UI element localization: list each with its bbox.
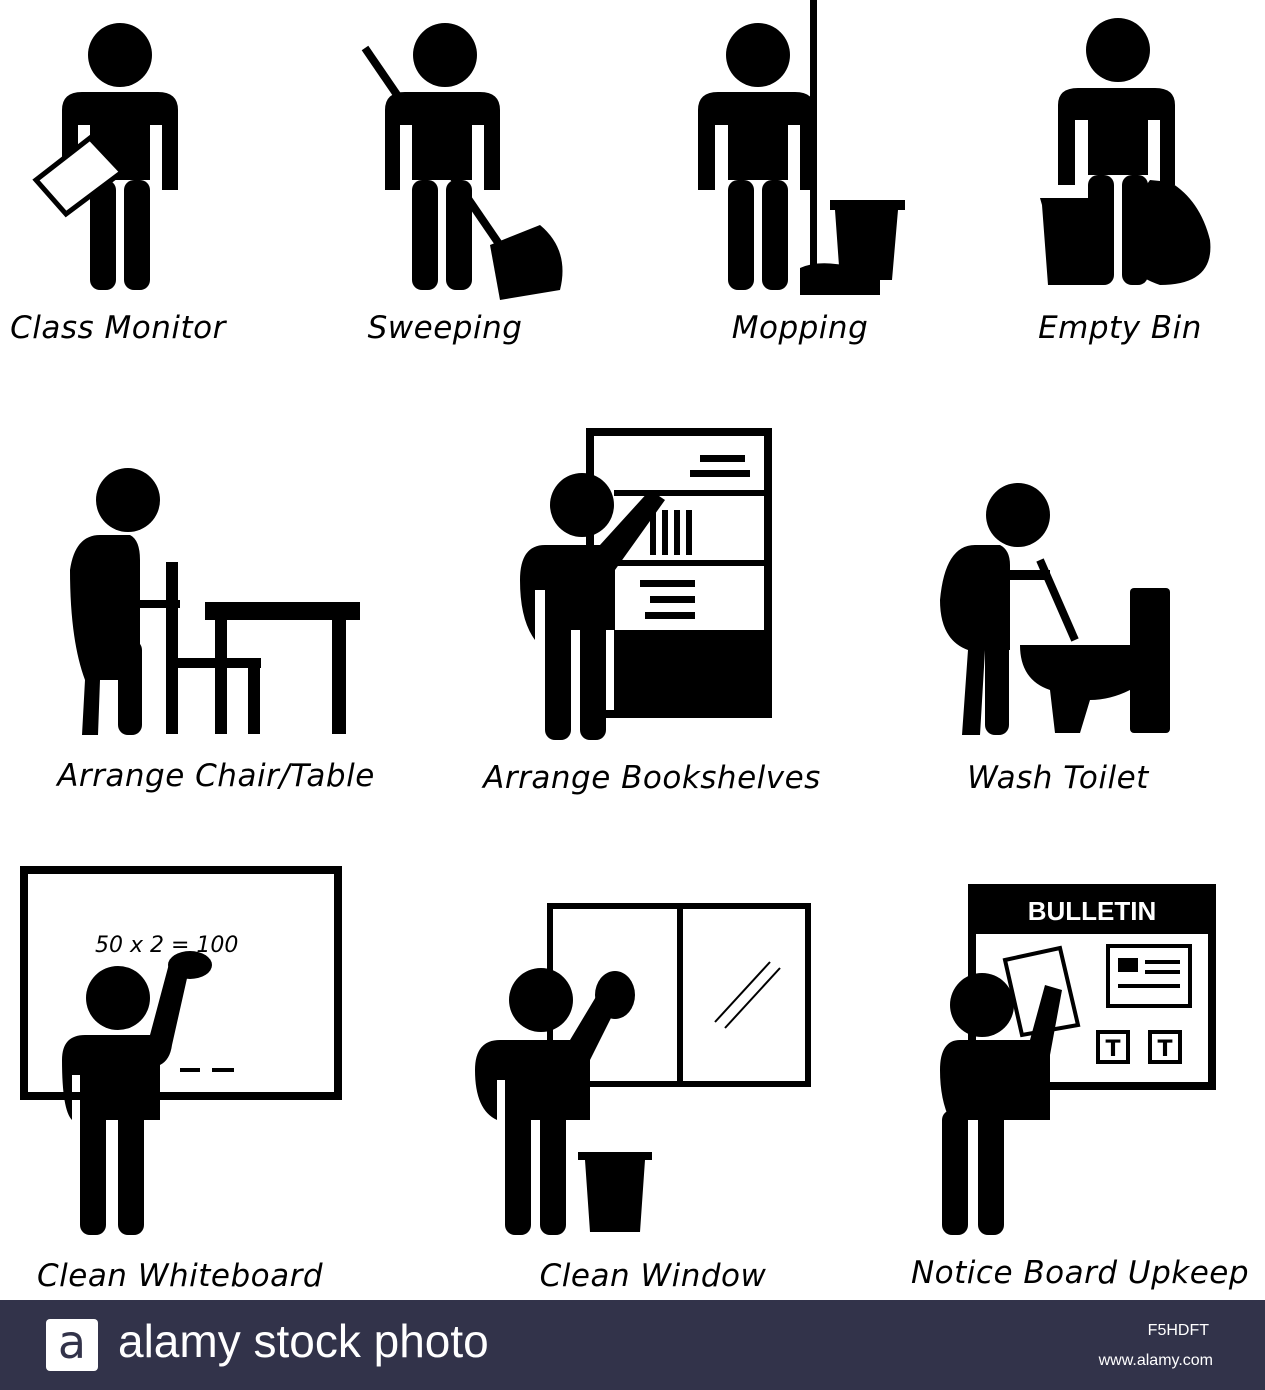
pictogram-label: Arrange Bookshelves xyxy=(483,760,821,796)
class-monitor-figure xyxy=(32,23,178,290)
brand-name: alamy stock photo xyxy=(118,1315,489,1367)
mopping-figure xyxy=(698,0,905,295)
arrange-chair-table-figure xyxy=(70,468,360,735)
notice-board-figure xyxy=(940,884,1216,1235)
pictogram-label: Class Monitor xyxy=(10,310,226,346)
wash-toilet-figure xyxy=(940,483,1170,735)
pictogram-label: Notice Board Upkeep xyxy=(910,1255,1250,1291)
website-url: www.alamy.com xyxy=(1098,1352,1213,1369)
pictogram-label: Clean Window xyxy=(539,1258,767,1294)
empty-bin-figure xyxy=(1040,18,1211,285)
watermark-footer: a alamy stock photo F5HDFT www.alamy.com xyxy=(0,1300,1265,1390)
arrange-bookshelves-figure xyxy=(520,428,772,740)
pictogram-label: Wash Toilet xyxy=(967,760,1149,796)
bulletin-tile: T xyxy=(1105,1037,1120,1062)
bulletin-title: BULLETIN xyxy=(1028,896,1157,926)
clean-whiteboard-figure xyxy=(20,866,342,1235)
pictogram-illustration: BULLETIN T T 50 x 2 = 100 xyxy=(20,0,1216,1235)
image-code: F5HDFT xyxy=(1147,1322,1209,1339)
pictogram-label: Sweeping xyxy=(367,310,523,346)
pictogram-label: Empty Bin xyxy=(1038,310,1202,346)
pictogram-label: Mopping xyxy=(731,310,869,346)
bulletin-tile: T xyxy=(1157,1037,1172,1062)
pictogram-label: Arrange Chair/Table xyxy=(57,758,375,794)
pictogram-label: Clean Whiteboard xyxy=(36,1258,324,1294)
clean-window-figure xyxy=(475,903,811,1235)
whiteboard-equation: 50 x 2 = 100 xyxy=(95,933,238,958)
sweeping-figure xyxy=(361,23,563,300)
alamy-logo: a xyxy=(46,1319,98,1371)
